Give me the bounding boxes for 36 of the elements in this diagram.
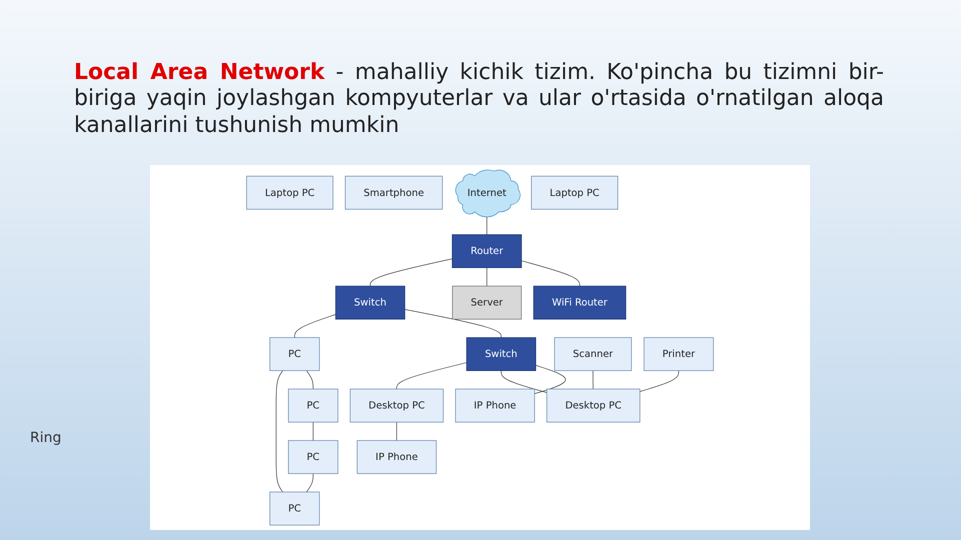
connector [306, 473, 314, 492]
connector [534, 365, 566, 394]
connector [592, 370, 594, 390]
connector [486, 216, 488, 235]
connector [370, 258, 453, 286]
connector [500, 370, 548, 393]
node-box: IP Phone [356, 440, 437, 474]
node-box: PC [270, 337, 320, 371]
node-box: WiFi Router [533, 286, 626, 320]
node-box: Desktop PC [350, 388, 444, 422]
connector [521, 260, 580, 286]
node-box: Switch [466, 337, 536, 371]
connector [396, 362, 467, 390]
node-box: Router [452, 234, 522, 268]
node-box: Printer [644, 337, 714, 371]
connector [404, 309, 502, 338]
connector [294, 314, 336, 338]
node-box: Laptop PC [246, 176, 334, 210]
connector [640, 370, 680, 392]
node-box: IP Phone [455, 388, 535, 422]
node-box: PC [270, 492, 320, 526]
node-box: Laptop PC [531, 176, 618, 210]
node-box: Server [452, 286, 522, 320]
connector [312, 422, 314, 441]
node-box: PC [288, 388, 338, 422]
node-box: Switch [335, 286, 406, 320]
node-box: Smartphone [344, 176, 443, 210]
connector [396, 422, 398, 441]
connector [276, 370, 284, 492]
node-box: PC [288, 440, 338, 474]
node-box: Scanner [554, 337, 632, 371]
node-box: Desktop PC [546, 388, 640, 422]
connector [486, 267, 488, 286]
connector [306, 370, 314, 390]
topology-label: Ring [30, 430, 62, 446]
title: Local Area Network - mahalliy kichik tizim. Ko'pincha bu tizimni bir-biriga yaqin joylashgan kompyuterlar va ular o'rtasida o'rnatilgan aloqa kanallarini tushunish mumkin [74, 60, 884, 140]
